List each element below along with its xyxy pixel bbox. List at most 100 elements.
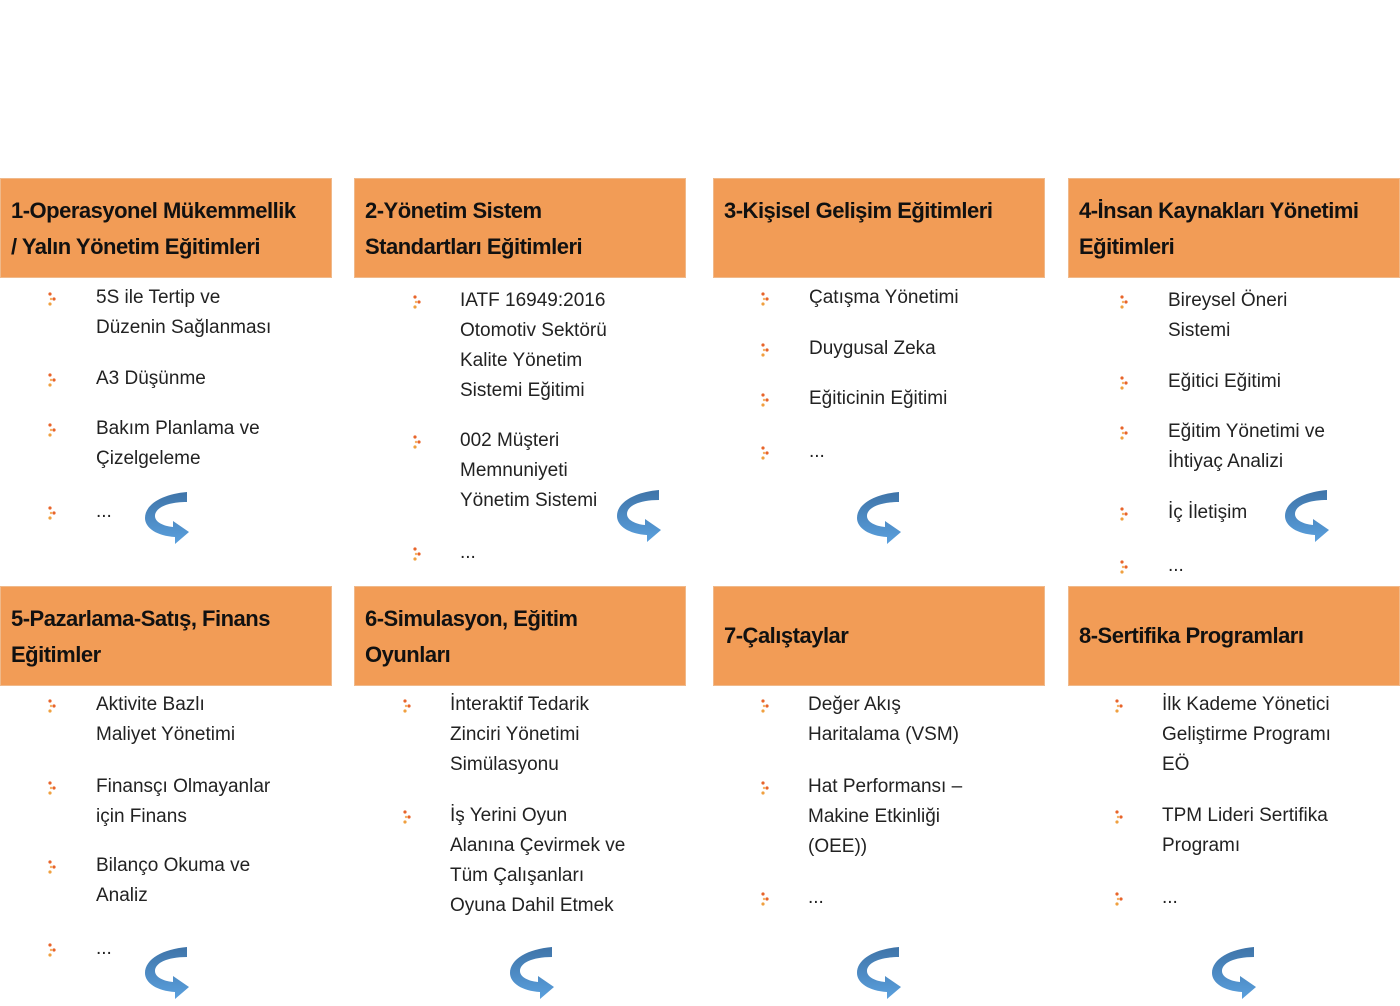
bullet-icon xyxy=(760,446,772,460)
training-item-line: Sistemi xyxy=(1168,320,1231,341)
category-title-line: / Yalın Yönetim Eğitimleri xyxy=(11,234,261,259)
bullet-icon xyxy=(402,699,414,713)
bullet-icon xyxy=(412,435,424,449)
training-item-line: İlk Kademe Yönetici xyxy=(1162,694,1330,715)
bullet-icon xyxy=(47,292,59,306)
training-item-line: 5S ile Tertip ve xyxy=(96,287,221,308)
training-item-line: Maliyet Yönetimi xyxy=(96,724,236,745)
training-item-line: Çatışma Yönetimi xyxy=(809,287,959,308)
training-item-line: (OEE)) xyxy=(808,836,868,857)
training-item-line: Duygusal Zeka xyxy=(809,338,936,359)
bullet-icon xyxy=(760,393,772,407)
training-item-line: IATF 16949:2016 xyxy=(460,290,606,311)
training-item: İç İletişim xyxy=(1168,498,1247,528)
category-title-line: 6-Simulasyon, Eğitim xyxy=(365,606,578,631)
training-item-line: Bireysel Öneri xyxy=(1168,290,1288,311)
training-item-line: Sistemi Eğitimi xyxy=(460,380,585,401)
bullet-icon xyxy=(1119,507,1131,521)
training-item-line: Tüm Çalışanları xyxy=(450,865,585,886)
curved-arrow-icon xyxy=(855,945,905,1001)
category-title-line: Standartları Eğitimleri xyxy=(365,234,583,259)
training-item-line: İnteraktif Tedarik xyxy=(450,694,590,715)
training-item-line: TPM Lideri Sertifika xyxy=(1162,805,1328,826)
bullet-icon xyxy=(412,547,424,561)
training-item-line: Bilanço Okuma ve xyxy=(96,855,251,876)
training-item: Duygusal Zeka xyxy=(809,334,936,364)
training-item-line: ... xyxy=(1162,887,1178,908)
category-title-line: 4-İnsan Kaynakları Yönetimi xyxy=(1079,198,1359,223)
training-item-line: Analiz xyxy=(96,885,148,906)
bullet-icon xyxy=(412,295,424,309)
training-item: ... xyxy=(460,538,476,568)
category-header-3: 3-Kişisel Gelişim Eğitimleri xyxy=(713,178,1045,278)
bullet-icon xyxy=(1114,810,1126,824)
training-item-line: Finansçı Olmayanlar xyxy=(96,776,271,797)
bullet-icon xyxy=(760,343,772,357)
bullet-icon xyxy=(47,860,59,874)
bullet-icon xyxy=(402,810,414,824)
category-title-line: 3-Kişisel Gelişim Eğitimleri xyxy=(724,198,993,223)
category-title-line: 1-Operasyonel Mükemmellik xyxy=(11,198,296,223)
training-item-line: Haritalama (VSM) xyxy=(808,724,959,745)
training-item-line: Aktivite Bazlı xyxy=(96,694,205,715)
training-item-line: Eğiticinin Eğitimi xyxy=(809,388,948,409)
training-item-line: Eğitici Eğitimi xyxy=(1168,371,1281,392)
category-title-line: 8-Sertifika Programları xyxy=(1079,623,1304,648)
bullet-icon xyxy=(1119,560,1131,574)
training-item: Finansçı Olmayanlar için Finans xyxy=(96,772,270,832)
training-item-line: Programı xyxy=(1162,835,1241,856)
category-title-line: Oyunları xyxy=(365,642,451,667)
training-item: Bilanço Okuma ve Analiz xyxy=(96,851,250,911)
curved-arrow-icon xyxy=(1283,488,1333,544)
training-item-line: Yönetim Sistemi xyxy=(460,490,598,511)
training-item-line: Eğitim Yönetimi ve xyxy=(1168,421,1325,442)
training-item-line: Otomotiv Sektörü xyxy=(460,320,607,341)
bullet-icon xyxy=(760,292,772,306)
training-item-line: ... xyxy=(808,887,824,908)
bullet-icon xyxy=(47,373,59,387)
training-item-line: Değer Akış xyxy=(808,694,901,715)
training-item-line: ... xyxy=(809,441,825,462)
training-item: ... xyxy=(96,934,112,964)
curved-arrow-icon xyxy=(615,488,665,544)
training-item-line: Zinciri Yönetimi xyxy=(450,724,580,745)
training-item-line: için Finans xyxy=(96,806,187,827)
training-item-line: Makine Etkinliği xyxy=(808,806,940,827)
bullet-icon xyxy=(1114,699,1126,713)
training-item-line: İş Yerini Oyun xyxy=(450,805,568,826)
curved-arrow-icon xyxy=(855,490,905,546)
curved-arrow-icon xyxy=(143,945,193,1001)
training-item: Çatışma Yönetimi xyxy=(809,283,959,313)
training-item: Hat Performansı –Makine Etkinliği(OEE)) xyxy=(808,772,962,862)
bullet-icon xyxy=(1119,376,1131,390)
bullet-icon xyxy=(760,892,772,906)
bullet-icon xyxy=(1114,892,1126,906)
training-item: ... xyxy=(1168,551,1184,581)
training-item-line: Bakım Planlama ve xyxy=(96,418,260,439)
training-item: ... xyxy=(1162,883,1178,913)
category-title-line: 5-Pazarlama-Satış, Finans xyxy=(11,606,270,631)
training-item: Eğitici Eğitimi xyxy=(1168,367,1281,397)
training-item: ... xyxy=(808,883,824,913)
curved-arrow-icon xyxy=(1210,945,1260,1001)
category-title-line: 7-Çalıştaylar xyxy=(724,623,849,648)
training-item: Eğiticinin Eğitimi xyxy=(809,384,947,414)
category-title-line: Eğitimler xyxy=(11,642,101,667)
training-item: A3 Düşünme xyxy=(96,364,206,394)
curved-arrow-icon xyxy=(508,945,558,1001)
category-header-7: 7-Çalıştaylar xyxy=(713,586,1045,686)
